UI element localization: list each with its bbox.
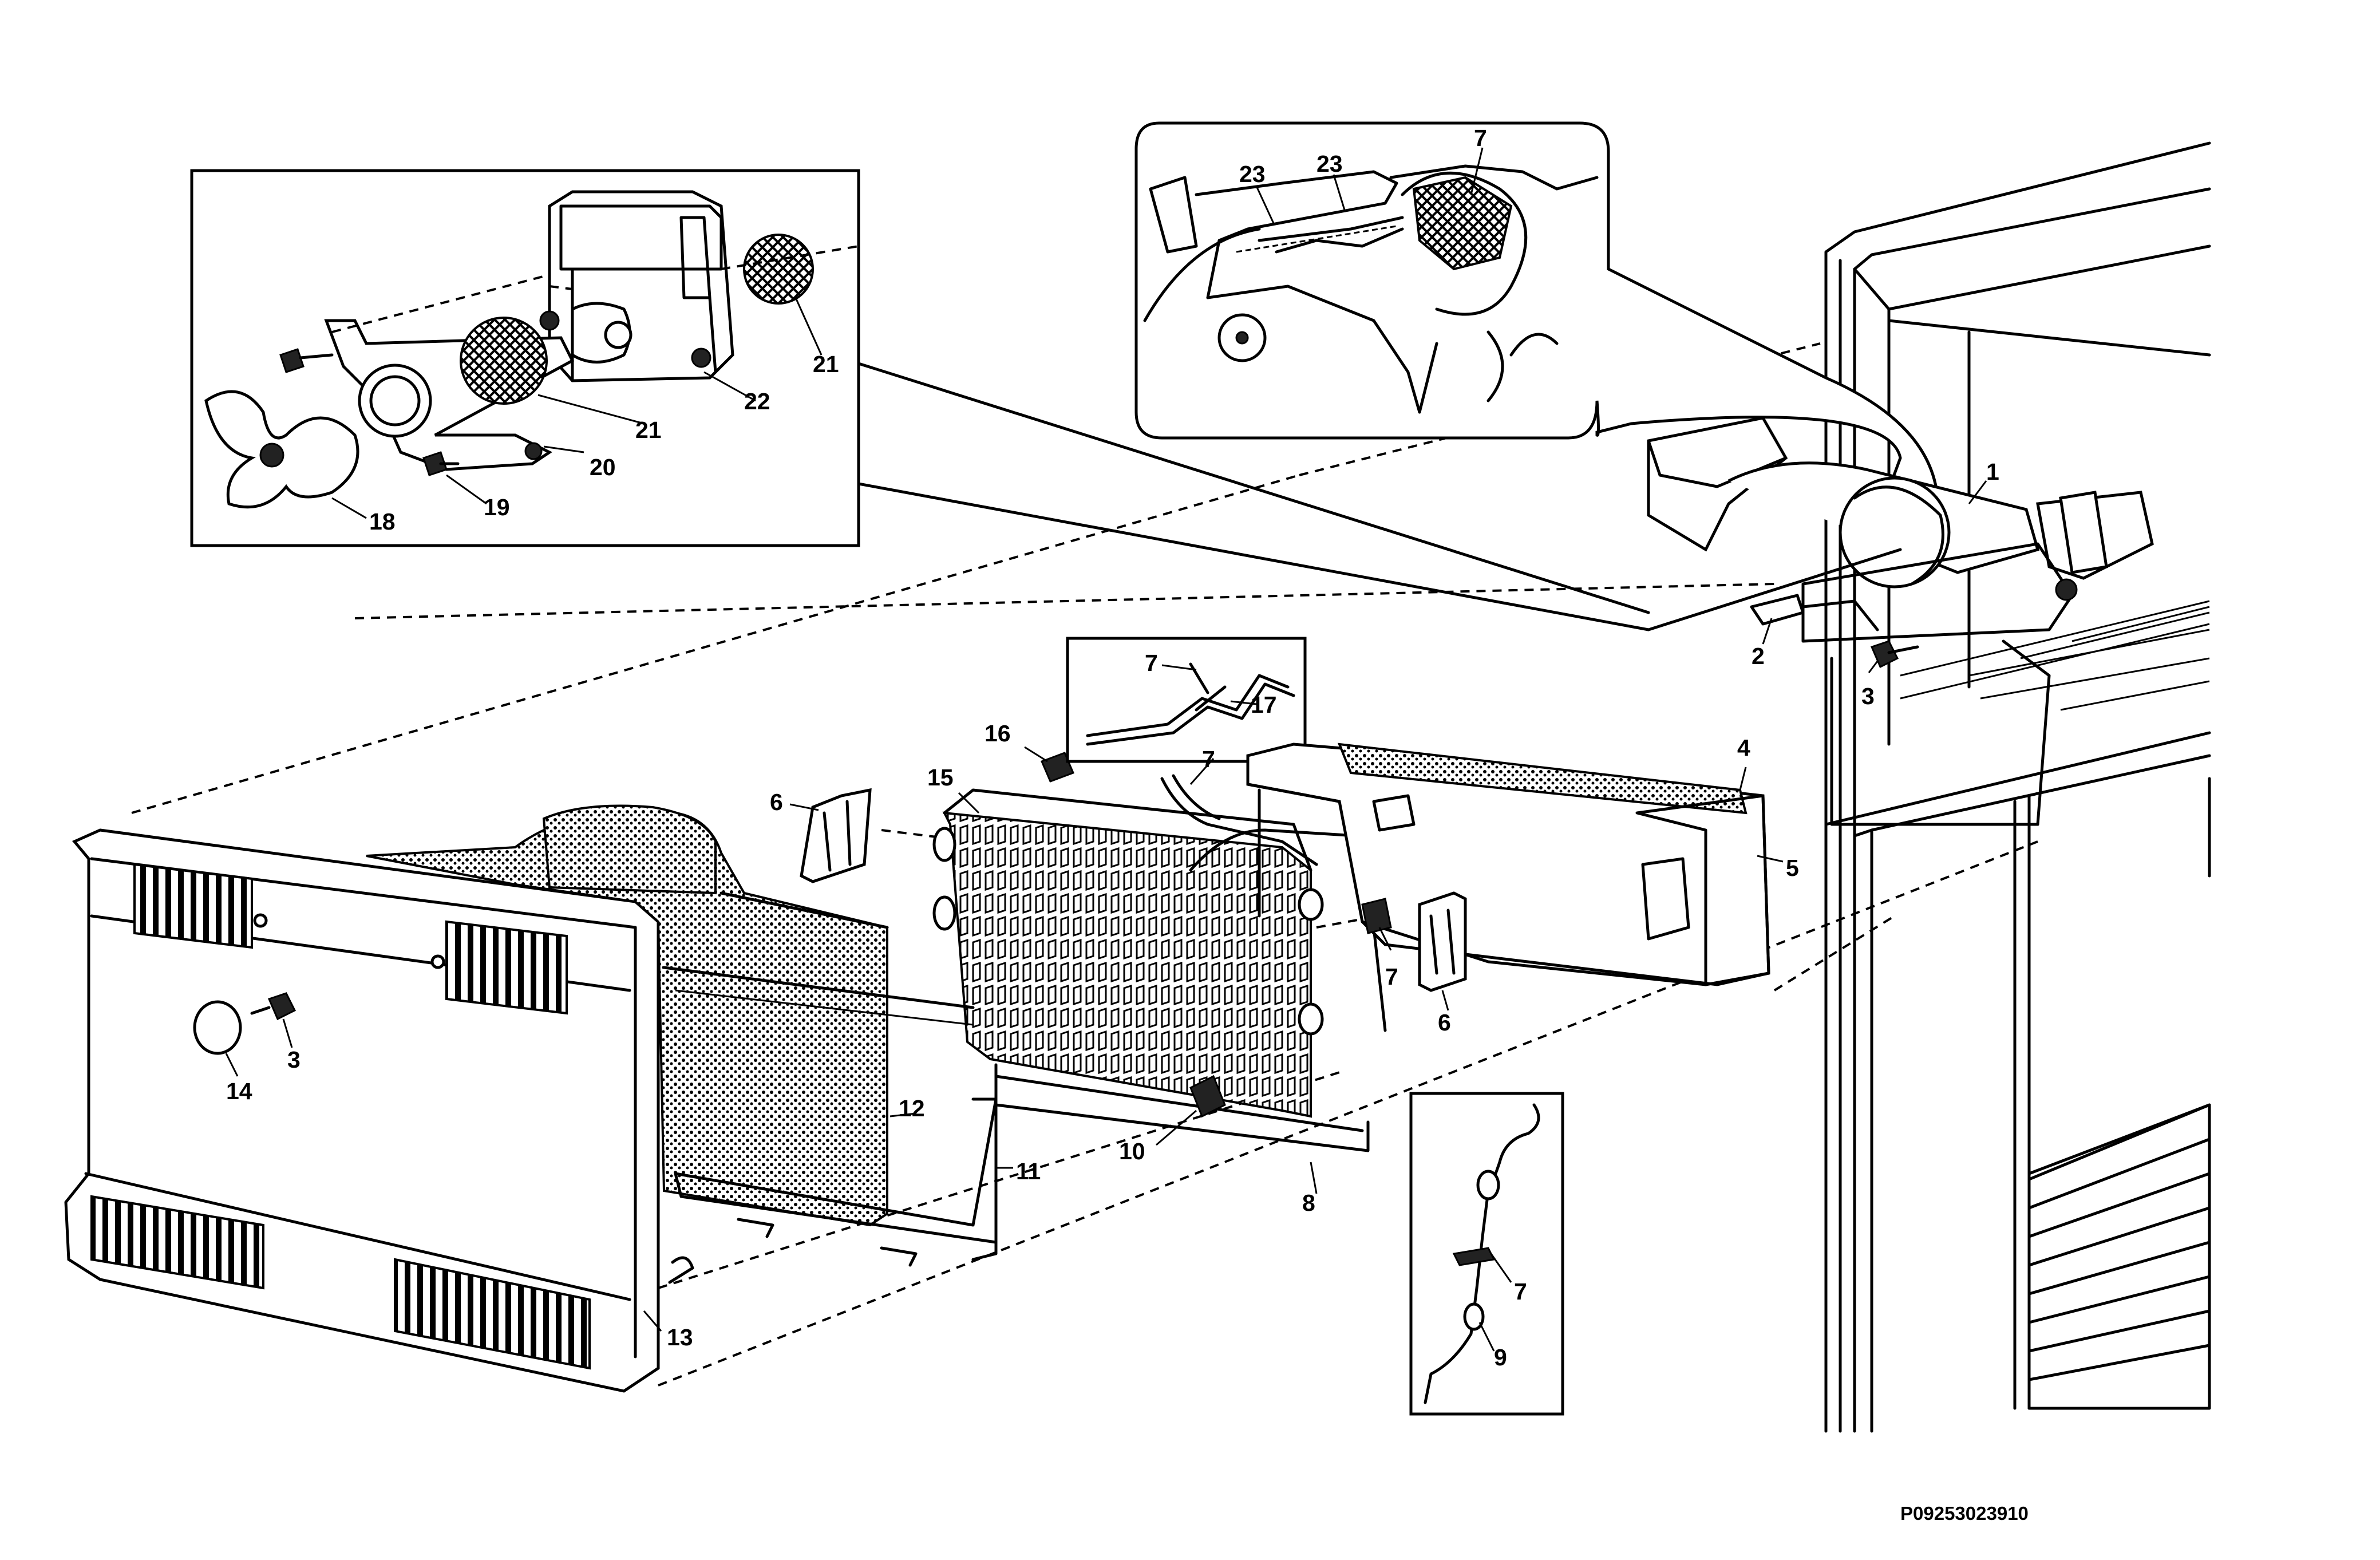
label-part-2: 2 (1752, 643, 1765, 669)
label-part-14: 14 (226, 1078, 252, 1104)
label-part-20: 20 (590, 454, 616, 480)
damper-detail-callout (1134, 121, 1940, 570)
label-part-19: 19 (484, 494, 510, 520)
damper-control-assembly (1647, 416, 2154, 826)
label-part-3: 3 (1861, 683, 1875, 709)
label-part-15: 15 (927, 764, 954, 791)
kick-panel-grille (64, 828, 694, 1393)
label-part-17: 17 (1251, 692, 1277, 718)
label-part-3: 3 (287, 1046, 301, 1073)
label-part-18: 18 (369, 508, 396, 535)
drain-pan (674, 1097, 1013, 1267)
callout-connectors (857, 362, 1902, 631)
insulation-block (366, 804, 916, 1227)
mounting-rail (662, 966, 975, 1026)
label-part-7: 7 (1514, 1278, 1527, 1305)
label-part-1: 1 (1986, 459, 1999, 485)
refrigerator-cabinet (1824, 141, 2211, 1433)
label-part-23: 23 (1239, 161, 1266, 187)
label-part-16: 16 (985, 720, 1011, 747)
label-part-7: 7 (1385, 963, 1398, 990)
label-part-4: 4 (1737, 734, 1750, 761)
thermal-fuse-detail-callout (1409, 1092, 1564, 1416)
label-part-8: 8 (1302, 1190, 1315, 1216)
label-part-6: 6 (770, 789, 783, 815)
label-part-9: 9 (1494, 1344, 1507, 1371)
label-part-23: 23 (1316, 151, 1343, 177)
wiring-harness (1160, 758, 1392, 951)
label-part-21: 21 (635, 417, 662, 443)
label-part-7: 7 (1474, 125, 1487, 151)
screw-16 (1024, 746, 1074, 783)
label-part-7: 7 (1202, 746, 1215, 772)
label-part-12: 12 (899, 1095, 925, 1121)
label-part-7: 7 (1145, 650, 1158, 676)
label-part-13: 13 (667, 1324, 693, 1350)
harness-detail-callout (1066, 637, 1307, 763)
evaporator-coil (932, 788, 1387, 1194)
label-part-10: 10 (1119, 1138, 1145, 1164)
bracket-right (1418, 891, 1467, 1011)
label-part-21: 21 (813, 351, 839, 377)
label-part-11: 11 (1016, 1158, 1041, 1184)
label-part-6: 6 (1438, 1009, 1451, 1036)
evaporator-cover (1246, 743, 1784, 986)
part-number-labels: 1 2 3 3 4 5 6 6 7 7 7 7 7 8 9 10 11 12 1… (226, 125, 1999, 1371)
document-code: P09253023910 (1900, 1503, 2029, 1524)
label-part-5: 5 (1786, 855, 1799, 881)
bracket-left (789, 788, 872, 883)
fan-motor-detail-callout (190, 169, 860, 547)
label-part-22: 22 (744, 388, 770, 414)
